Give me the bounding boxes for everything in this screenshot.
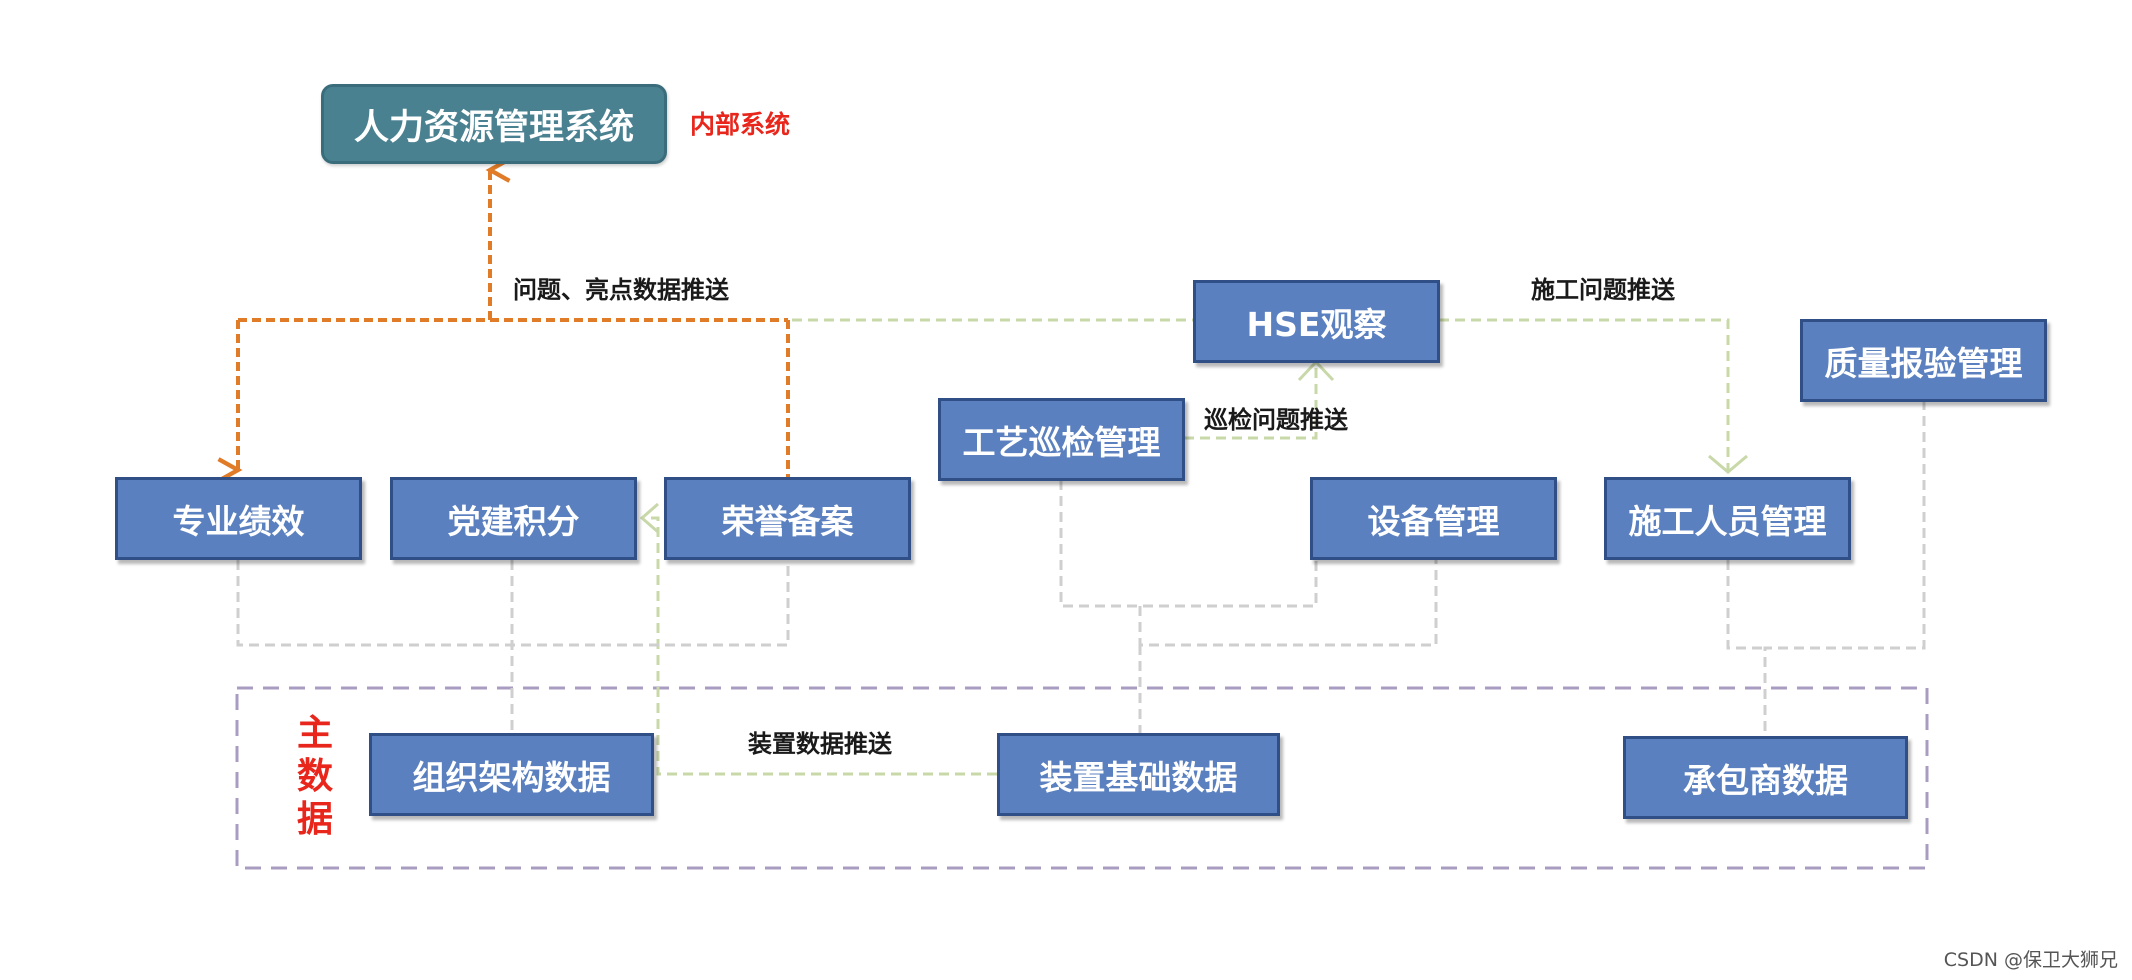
green-arrowhead-staff [1708,454,1748,474]
issues-highlights-push-label: 问题、亮点数据推送 [513,276,729,304]
device-data-push-label: 装置数据推送 [748,730,892,758]
internal-system-label: 内部系统 [690,110,791,139]
device-base-data-box[interactable]: 装置基础数据 [997,733,1280,816]
construction-staff-box[interactable]: 施工人员管理 [1604,477,1851,560]
green-arrowhead-party [639,502,659,534]
master-data-char: 主 [296,713,333,754]
gray-quality-contractor [1763,400,1926,736]
orange-push-lines [238,170,790,477]
professional-performance-box[interactable]: 专业绩效 [115,477,362,560]
quality-inspection-box[interactable]: 质量报验管理 [1800,319,2047,402]
watermark: CSDN @保卫大狮兄 [1943,949,2118,971]
hr-system-box[interactable]: 人力资源管理系统 [321,84,667,164]
craft-inspection-box[interactable]: 工艺巡检管理 [938,398,1185,481]
master-data-char: 数 [296,756,333,797]
green-push-lines [639,318,1748,776]
gray-staff-contractor [1726,560,1765,650]
honor-record-box[interactable]: 荣誉备案 [664,477,911,560]
org-structure-data-box[interactable]: 组织架构数据 [369,733,654,816]
master-data-char: 据 [296,799,333,840]
gray-craft-equip-top [1059,480,1318,608]
green-hse-to-staff [1439,318,1730,472]
construction-issues-push-label: 施工问题推送 [1531,276,1675,304]
party-points-box[interactable]: 党建积分 [390,477,637,560]
hse-observation-box[interactable]: HSE观察 [1193,280,1440,363]
contractor-data-box[interactable]: 承包商数据 [1623,736,1908,819]
green-craft-to-hse [1184,366,1318,440]
master-data-region [235,686,1929,870]
gray-equip-link [1138,560,1438,647]
master-data-label: 主 数 据 [295,712,335,841]
equipment-management-box[interactable]: 设备管理 [1310,477,1557,560]
gray-link-lines [236,400,1926,736]
inspection-issues-push-label: 巡检问题推送 [1204,406,1348,434]
